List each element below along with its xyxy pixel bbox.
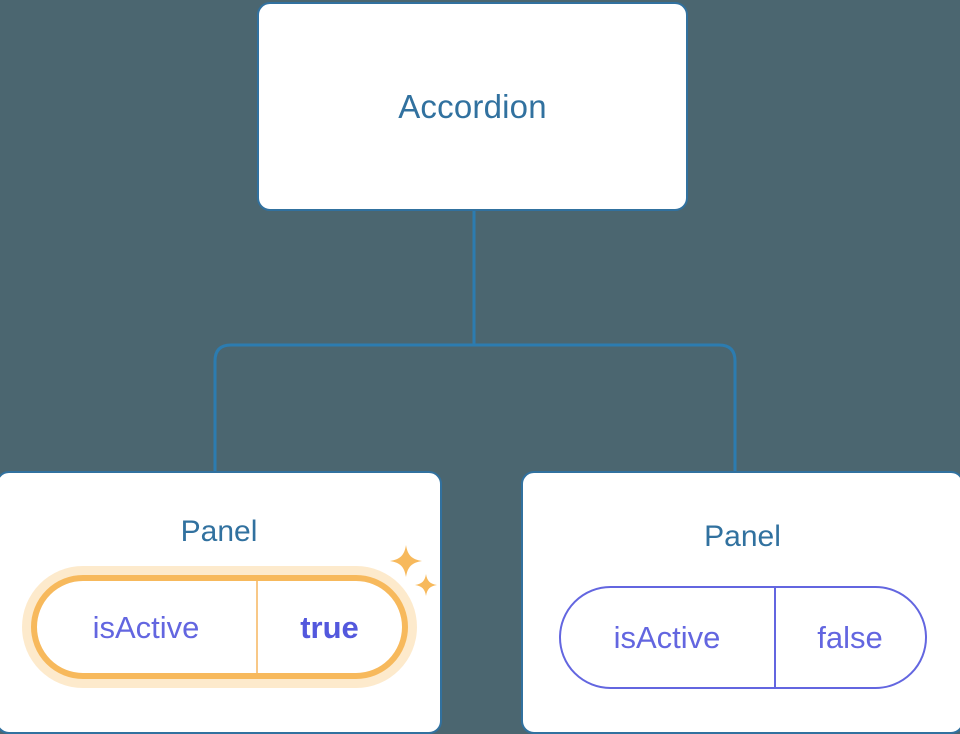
sparkle-small-icon: [414, 574, 437, 596]
component-node-panel-active[interactable]: Panel isActive true: [0, 471, 442, 734]
prop-key-label: isActive: [561, 588, 776, 687]
component-node-accordion[interactable]: Accordion: [257, 2, 688, 211]
connector-branch-bar: [213, 343, 737, 471]
prop-pill-wrapper: isActive true: [30, 545, 437, 679]
component-node-panel-inactive[interactable]: Panel isActive false: [521, 471, 960, 734]
prop-key-label: isActive: [37, 581, 258, 673]
panel-title: Panel: [180, 515, 258, 548]
prop-value-label: false: [817, 620, 883, 655]
prop-badge-isactive-true[interactable]: isActive true: [30, 575, 408, 679]
prop-value-label: true: [300, 609, 359, 645]
panel-title: Panel: [704, 520, 781, 553]
prop-pill-wrapper: isActive false: [558, 586, 927, 689]
sparkle-large-icon: [389, 545, 422, 577]
page-title: Accordion: [398, 88, 547, 125]
prop-badge-isactive-false[interactable]: isActive false: [558, 586, 927, 689]
